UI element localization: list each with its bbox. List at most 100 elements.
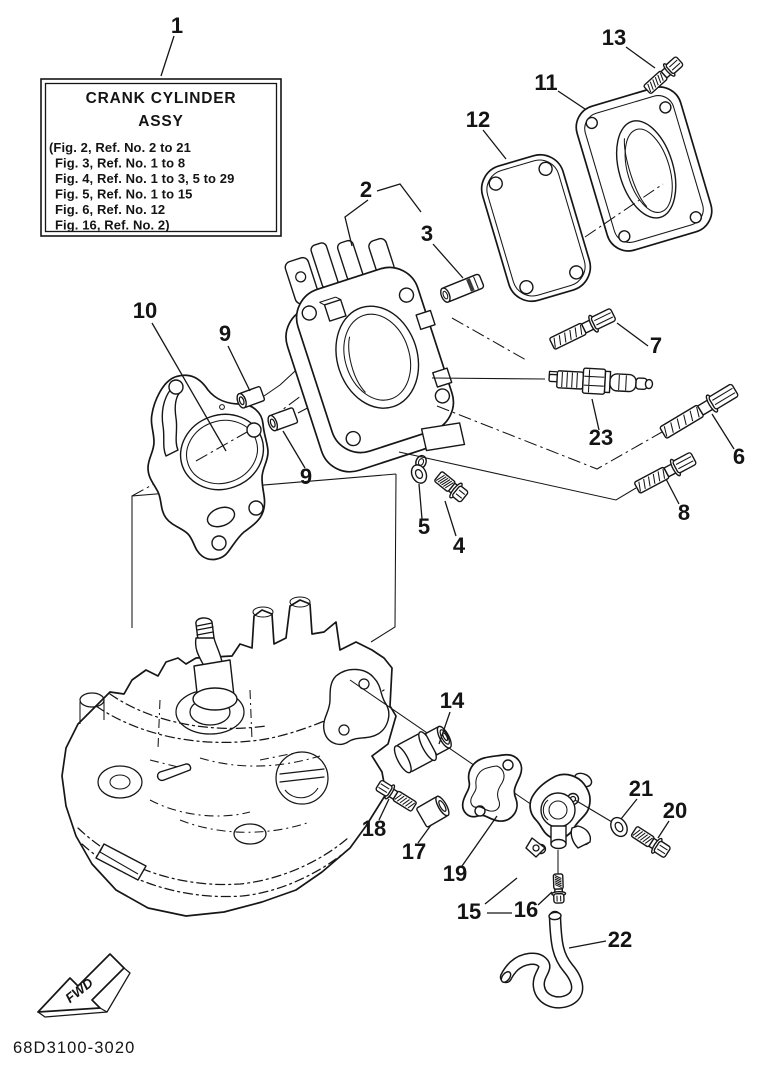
callout-label-10: 10 <box>133 298 157 323</box>
leader-line <box>657 820 670 839</box>
callout-17: 17 <box>402 824 432 864</box>
part-dowel-collar-b <box>267 407 299 432</box>
callout-4: 4 <box>444 500 466 558</box>
bolt6-axis-line <box>436 405 663 470</box>
leader-line <box>344 199 369 247</box>
callout-label-5: 5 <box>418 514 430 539</box>
callout-22: 22 <box>568 927 632 952</box>
info-box-ref-line: Fig. 6, Ref. No. 12 <box>55 202 165 217</box>
callout-label-16: 16 <box>514 897 538 922</box>
bolt8-axis-line <box>398 451 637 501</box>
callout-label-17: 17 <box>402 839 426 864</box>
callout-14: 14 <box>438 688 465 745</box>
callout-label-9: 9 <box>219 321 231 346</box>
leader-line <box>227 345 251 392</box>
drawing-number: 68D3100-3020 <box>13 1039 135 1057</box>
part-bolt-18 <box>375 780 417 812</box>
info-box: CRANK CYLINDER ASSY (Fig. 2, Ref. No. 2 … <box>40 78 282 237</box>
callout-21: 21 <box>620 776 653 820</box>
callout-12: 12 <box>466 107 507 160</box>
callout-15: 15 <box>457 877 518 924</box>
callout-label-4: 4 <box>453 533 466 558</box>
callout-label-13: 13 <box>602 25 626 50</box>
callout-9: 9 <box>219 321 251 392</box>
leader-line <box>417 824 432 844</box>
leader-line <box>568 940 607 949</box>
part-bolt-20 <box>630 826 671 858</box>
info-box-subtitle: ASSY <box>138 113 183 130</box>
callout-label-18: 18 <box>362 816 386 841</box>
callout-11: 11 <box>534 70 586 110</box>
callout-label-2: 2 <box>360 177 372 202</box>
part-head-cover <box>575 86 713 252</box>
callout-label-11: 11 <box>534 70 557 95</box>
callout-label-20: 20 <box>663 798 687 823</box>
leader-line <box>711 413 735 450</box>
fwd-arrow: FWD <box>37 953 131 1018</box>
part-head-gasket <box>147 374 269 561</box>
leader-line <box>484 877 518 905</box>
leader-line <box>620 798 638 820</box>
bolts-layer <box>375 56 739 904</box>
callout-label-3: 3 <box>421 221 433 246</box>
leader-line <box>537 891 553 906</box>
callout-label-9: 9 <box>300 464 312 489</box>
callout-label-7: 7 <box>650 333 662 358</box>
leader-line <box>151 322 227 452</box>
leader-line <box>438 711 451 745</box>
part-washer-5 <box>410 464 428 484</box>
info-box-ref-line: Fig. 16, Ref. No. 2) <box>55 218 170 233</box>
leader-line <box>418 483 423 520</box>
callout-label-21: 21 <box>629 776 653 801</box>
leader-line <box>591 398 600 431</box>
callout-13: 13 <box>602 25 656 69</box>
leader-line <box>160 35 175 77</box>
callout-18: 18 <box>362 798 390 841</box>
part-spark-plug <box>548 367 654 395</box>
callout-label-23: 23 <box>589 425 613 450</box>
info-box-ref-line: (Fig. 2, Ref. No. 2 to 21 <box>49 140 191 155</box>
leader-line <box>376 183 422 213</box>
part-crankcase-block <box>61 596 397 917</box>
part-breather-hose <box>499 910 584 1009</box>
part-dowel-pin <box>440 273 485 303</box>
leader-line <box>378 798 390 821</box>
part-thermostat-cover <box>525 772 593 858</box>
part-thermostat-gasket <box>461 753 523 822</box>
callout-5: 5 <box>418 483 430 539</box>
callout-label-1: 1 <box>171 13 183 38</box>
part-dowel-collar-a <box>236 386 266 409</box>
washer21-line <box>574 799 613 823</box>
part-fitting-16 <box>551 873 567 904</box>
part-cover-gasket <box>480 153 592 303</box>
leader-line <box>482 129 507 160</box>
callout-label-22: 22 <box>608 927 632 952</box>
callout-label-12: 12 <box>466 107 490 132</box>
callout-16: 16 <box>514 891 553 922</box>
spark-plug-line <box>431 377 546 380</box>
info-box-ref-line: Fig. 5, Ref. No. 1 to 15 <box>55 187 192 202</box>
callout-8: 8 <box>665 478 690 525</box>
callout-7: 7 <box>616 322 662 358</box>
crankshaft-stub <box>192 617 238 711</box>
callout-label-6: 6 <box>733 444 745 469</box>
info-box-ref-line: Fig. 3, Ref. No. 1 to 8 <box>55 156 185 171</box>
leader-line <box>461 815 498 867</box>
bolt7-axis-line <box>451 317 527 361</box>
callout-6: 6 <box>711 413 745 469</box>
leader-line <box>625 46 656 69</box>
callout-10: 10 <box>133 298 227 452</box>
callout-1: 1 <box>160 13 183 77</box>
callout-label-14: 14 <box>440 688 465 713</box>
callout-label-8: 8 <box>678 500 690 525</box>
leader-line <box>557 90 586 110</box>
callout-label-15: 15 <box>457 899 481 924</box>
callout-19: 19 <box>443 815 498 886</box>
part-bolt-13 <box>643 56 684 94</box>
cover-axis-line <box>584 183 664 238</box>
leader-line <box>432 243 464 279</box>
info-box-title: CRANK CYLINDER <box>86 90 237 107</box>
